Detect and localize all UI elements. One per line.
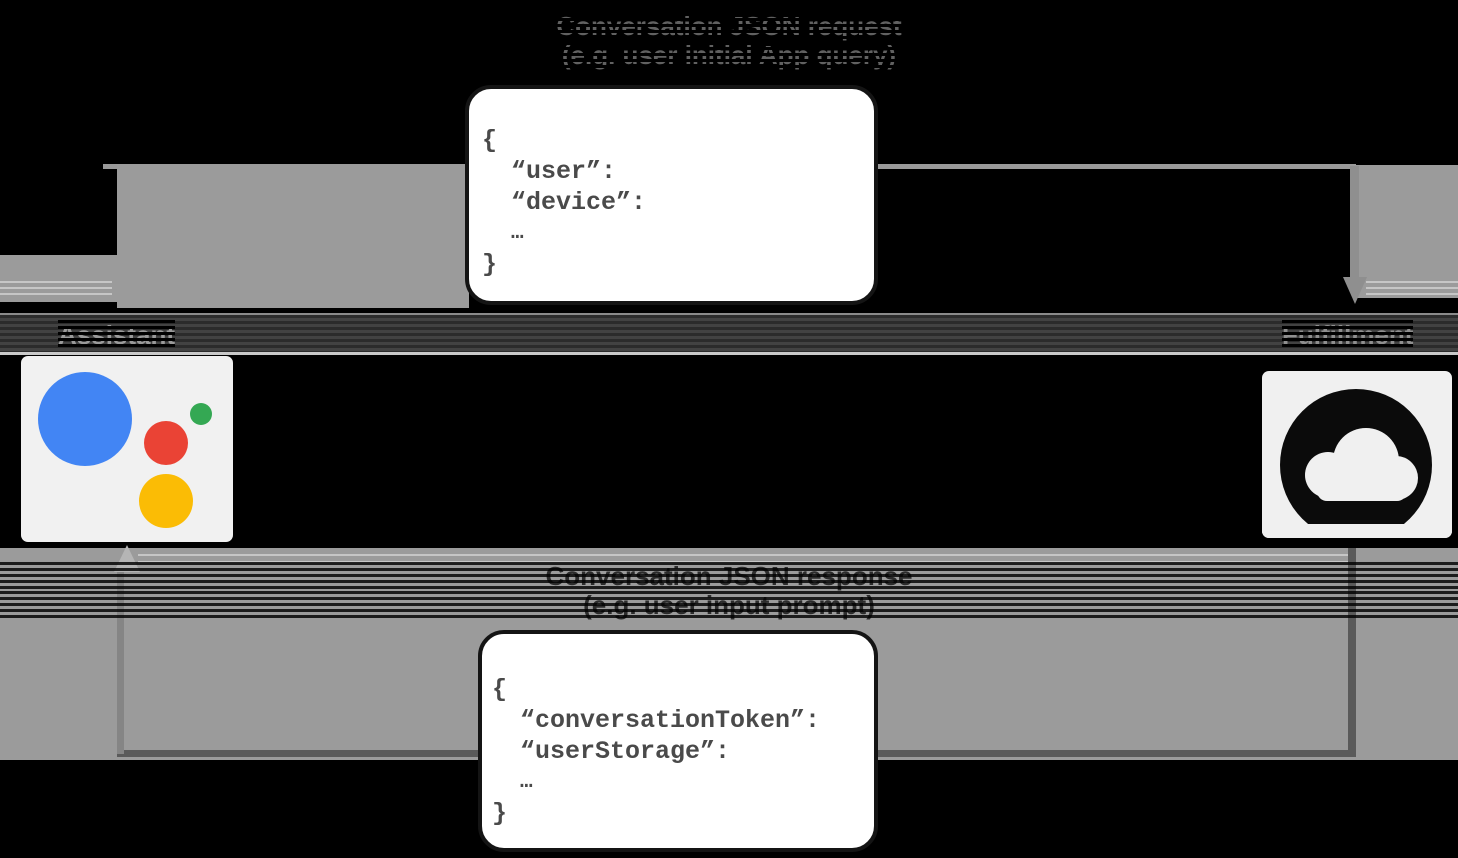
response-arrow-lightline xyxy=(138,554,1348,556)
left-band-stripe xyxy=(0,293,112,295)
request-arrow-shaft xyxy=(1350,166,1359,278)
request-arrow-band-right xyxy=(1356,165,1458,298)
left-band-stripe xyxy=(0,281,112,283)
request-label-line1: Conversation JSON request xyxy=(0,12,1458,41)
fulfillment-label: Fulfillment xyxy=(1282,320,1414,350)
assistant-green-dot xyxy=(190,403,212,425)
request-json-user-line: “user”: xyxy=(511,157,617,186)
response-arrow-label: Conversation JSON response (e.g. user in… xyxy=(0,562,1458,620)
cloud-icon xyxy=(1262,371,1452,538)
request-json-device-line: “device”: xyxy=(511,188,647,217)
arrowhead-down-icon xyxy=(1343,277,1367,304)
response-json-ellipsis: … xyxy=(520,771,533,794)
request-arrow-band-left xyxy=(117,165,469,308)
assistant-red-circle xyxy=(144,421,188,465)
response-label-line1: Conversation JSON response xyxy=(0,562,1458,591)
response-json-open-brace: { xyxy=(492,675,508,704)
right-band-stripe xyxy=(1366,293,1458,295)
name-row-band xyxy=(0,313,1458,355)
response-arrow-line-left xyxy=(117,566,124,754)
google-assistant-logo xyxy=(21,356,233,542)
assistant-label: Assistant xyxy=(58,320,176,350)
left-band-stripe xyxy=(0,287,112,289)
response-json-close-brace: } xyxy=(492,799,508,828)
request-arrow-label: Conversation JSON request (e.g. user ini… xyxy=(0,12,1458,70)
request-json-close-brace: } xyxy=(482,250,498,279)
response-json-user-storage-line: “userStorage”: xyxy=(520,737,731,766)
response-json-box: { “conversationToken”: “userStorage”: … … xyxy=(478,630,878,852)
response-arrow-line-right xyxy=(1348,548,1356,754)
assistant-yellow-circle xyxy=(139,474,193,528)
right-band-stripe xyxy=(1366,281,1458,283)
assistant-blue-circle xyxy=(38,372,132,466)
response-json-conversation-token-line: “conversationToken”: xyxy=(520,706,821,735)
request-json-open-brace: { xyxy=(482,126,498,155)
response-label-line2: (e.g. user input prompt) xyxy=(0,591,1458,620)
request-json-box: { “user”: “device”: … } xyxy=(465,85,878,305)
cloud-icon-svg xyxy=(1262,389,1452,538)
request-label-line2: (e.g. user initial App query) xyxy=(0,41,1458,70)
right-band-stripe xyxy=(1366,287,1458,289)
request-json-ellipsis: … xyxy=(511,222,524,245)
